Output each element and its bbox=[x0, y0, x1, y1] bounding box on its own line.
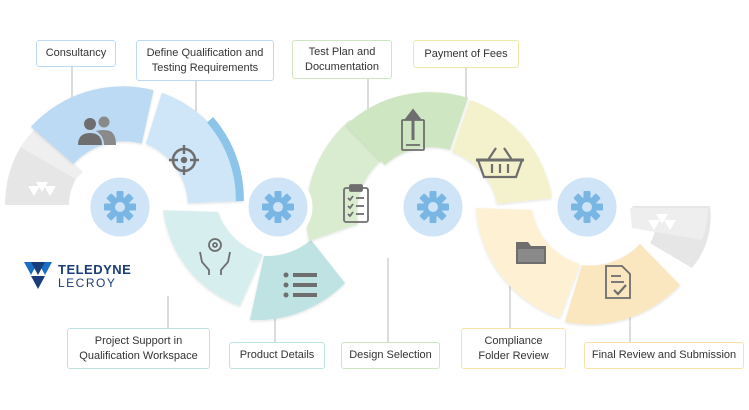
hands-gear-icon bbox=[199, 238, 231, 275]
segment-final-review bbox=[565, 244, 680, 325]
folder-icon bbox=[516, 242, 546, 264]
segment-gray-left-light bbox=[20, 128, 83, 179]
gear-icon bbox=[104, 191, 136, 223]
teledyne-logo-icon bbox=[648, 214, 676, 230]
brand-name-line1: TELEDYNE bbox=[58, 262, 132, 277]
label-consultancy: Consultancy bbox=[36, 40, 116, 67]
gear-icon bbox=[417, 191, 449, 223]
people-icon bbox=[78, 116, 116, 145]
upload-document-icon bbox=[401, 108, 425, 151]
segment-define bbox=[145, 92, 244, 204]
basket-icon bbox=[476, 147, 524, 179]
gear-icon bbox=[571, 191, 603, 223]
label-payment: Payment of Fees bbox=[413, 40, 519, 68]
segment-payment bbox=[452, 100, 552, 204]
clipboard-check-icon bbox=[343, 184, 369, 223]
segment-test-plan bbox=[346, 92, 468, 165]
segment-gray-left bbox=[4, 147, 77, 205]
gear-icon bbox=[262, 191, 294, 223]
brand-name-line2: LECROY bbox=[58, 276, 117, 290]
label-product-details: Product Details bbox=[229, 342, 325, 369]
segment-project-support bbox=[163, 210, 263, 306]
segment-design-selection bbox=[306, 120, 382, 241]
label-define-requirements: Define Qualification and Testing Require… bbox=[136, 40, 274, 81]
label-test-plan: Test Plan and Documentation bbox=[292, 40, 392, 79]
label-project-support: Project Support in Qualification Workspa… bbox=[67, 328, 210, 369]
label-compliance: Compliance Folder Review bbox=[461, 328, 566, 369]
target-icon bbox=[169, 145, 199, 175]
label-final-review: Final Review and Submission bbox=[584, 342, 744, 369]
segment-define-edge bbox=[207, 117, 244, 202]
teledyne-logo-icon bbox=[28, 182, 56, 196]
list-icon bbox=[283, 272, 317, 298]
gear-icons bbox=[104, 191, 603, 223]
teledyne-logo-icon bbox=[24, 262, 52, 289]
label-design-selection: Design Selection bbox=[341, 342, 440, 369]
document-check-icon bbox=[605, 265, 631, 299]
segment-product-details bbox=[250, 240, 345, 321]
